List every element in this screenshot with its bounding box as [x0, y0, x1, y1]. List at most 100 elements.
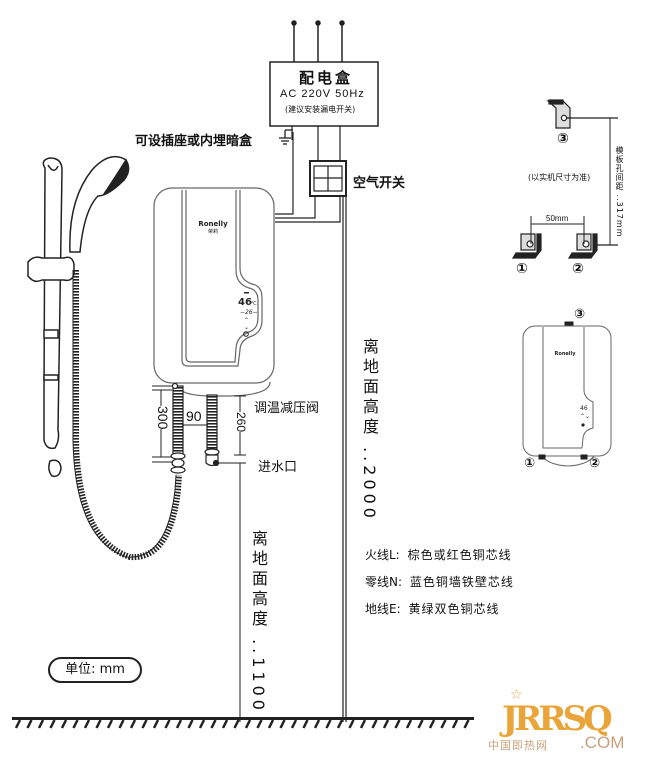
floor-hatch-mark [302, 719, 309, 729]
wire-desc: 棕色或红色铜芯线 [407, 548, 512, 562]
wire-name: 零线N: [365, 575, 403, 589]
shower-head [69, 155, 130, 253]
floor-hatch-mark [336, 719, 344, 729]
socket-note: 可设插座或内埋暗盒 [135, 134, 253, 149]
floor-hatch-mark [394, 719, 401, 729]
heater-front-view [522, 321, 612, 467]
shower-rail [27, 157, 75, 478]
star-icon: ☆ [510, 687, 523, 703]
floor-hatch-mark [417, 719, 424, 729]
dimension-300: 300 [155, 406, 171, 430]
height-1100-label: 离地面高度 ..1100 [249, 530, 268, 714]
floor-hatch-mark [440, 719, 447, 729]
svg-text:Ronelly: Ronelly [555, 351, 577, 357]
watermark-logo: ☆ JRRSQ 中国即热网 .COM [488, 687, 638, 755]
wiring-row-live: 火线L: 棕色或红色铜芯线 [365, 546, 514, 573]
watermark-sub: 中国即热网 [488, 739, 548, 752]
floor-hatch-mark [313, 719, 321, 729]
mount-marker-2: ② [572, 261, 584, 277]
floor-hatch-mark [244, 719, 252, 729]
floor-hatch-mark [175, 719, 183, 729]
floor-hatch-mark [382, 719, 390, 729]
svg-text:⌄: ⌄ [244, 324, 249, 331]
floor-hatch-mark [405, 719, 413, 729]
floor-hatch-mark [325, 719, 332, 729]
svg-text:46: 46 [580, 405, 588, 412]
floor-hatch-mark [233, 719, 240, 729]
wire-desc: 黄绿双色铜芯线 [408, 602, 500, 616]
svg-text:⌃: ⌃ [244, 317, 249, 324]
mount-note: (以实机尺寸为准) [528, 173, 591, 182]
height-2000-label: 离地面高度 ..2000 [360, 338, 379, 522]
floor-hatch-mark [348, 719, 355, 729]
wire-desc: 蓝色铜墙铁壁芯线 [409, 575, 514, 589]
mount-bracket-2 [567, 233, 598, 259]
floor-hatch-mark [198, 719, 206, 729]
mount-bracket-3 [546, 99, 571, 129]
floor-hatch-mark [451, 719, 459, 729]
mount-marker-3: ③ [557, 131, 569, 147]
floor-hatch-mark [279, 719, 286, 729]
svg-text:46: 46 [238, 297, 252, 308]
distribution-box-note: (建议安装漏电开关) [285, 105, 356, 114]
valve-label: 调温减压阀 [254, 401, 320, 416]
floor-hatch-mark [221, 719, 229, 729]
floor-hatch-mark [95, 719, 102, 729]
floor-hatch-mark [37, 719, 45, 729]
outlet-pipe [170, 382, 186, 474]
svg-text:℃: ℃ [251, 301, 257, 307]
floor-hatch-mark [164, 719, 171, 729]
floor-hatch-mark [106, 719, 114, 729]
wiring-row-earth: 地线E: 黄绿双色铜芯线 [365, 600, 514, 627]
floor-hatch-mark [463, 719, 470, 729]
watermark-main: JRRSQ [502, 699, 613, 739]
unit-label: 单位: mm [48, 657, 142, 683]
box-wires [275, 126, 347, 722]
floor-hatch-mark [118, 719, 125, 729]
floor-hatch-mark [14, 719, 22, 729]
floor-hatch-mark [72, 719, 79, 729]
watermark-com: .COM [580, 733, 625, 752]
floor-hatch-mark [141, 719, 148, 729]
dimension-260: 260 [234, 412, 248, 433]
floor-hatch-mark [256, 719, 263, 729]
floor-hatch-mark [129, 719, 137, 729]
mount-spacing-label: 50mm [546, 214, 569, 223]
floor-hatch-mark [152, 719, 160, 729]
supply-wires [291, 20, 345, 62]
dimension-90: 90 [186, 408, 202, 424]
heater-brand: Ronelly [198, 220, 228, 228]
inlet-pipe [204, 394, 220, 467]
floor-hatch-mark [187, 719, 194, 729]
floor-hatch-mark [371, 719, 378, 729]
floor-hatch-mark [83, 719, 91, 729]
floor-hatch-mark [49, 719, 56, 729]
air-switch-label: 空气开关 [353, 176, 406, 191]
svg-text:−26−: −26− [240, 309, 258, 316]
distribution-box [269, 61, 379, 127]
front-marker-2: ② [589, 456, 601, 471]
front-marker-1: ① [524, 456, 536, 471]
floor-hatch-mark [359, 719, 367, 729]
hole-distance-label: 模板孔间距 ..317mm [615, 146, 624, 238]
mount-bracket-1 [511, 233, 542, 259]
svg-text:⌃⌄: ⌃⌄ [580, 413, 590, 420]
wire-name: 地线E: [365, 602, 401, 616]
water-inlet-label: 进水口 [258, 460, 298, 475]
floor-hatch-mark [210, 719, 217, 729]
wiring-row-neutral: 零线N: 蓝色铜墙铁壁芯线 [365, 573, 514, 600]
dimension-lines [152, 385, 246, 722]
floor-hatch-mark [290, 719, 298, 729]
wire-name: 火线L: [365, 548, 400, 562]
front-marker-3: ③ [574, 307, 586, 322]
floor-hatch-mark [267, 719, 275, 729]
wiring-legend: 火线L: 棕色或红色铜芯线 零线N: 蓝色铜墙铁壁芯线 地线E: 黄绿双色铜芯线 [365, 546, 514, 627]
floor-hatch-mark [26, 719, 33, 729]
floor-hatch-mark [60, 719, 68, 729]
mount-marker-1: ① [516, 261, 528, 277]
heater-display: 46 ℃ −26− ⌃ ⌄ [238, 292, 258, 337]
ground-symbol-icon [279, 129, 293, 145]
floor-hatch-mark [428, 719, 436, 729]
distribution-box-title: 配电盒 [299, 69, 354, 87]
